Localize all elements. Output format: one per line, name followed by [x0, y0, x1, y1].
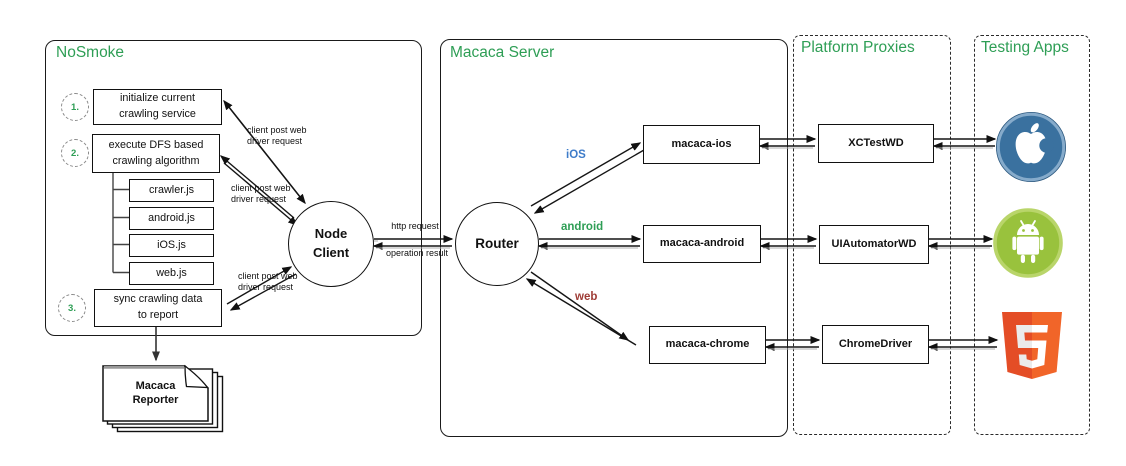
step-3-badge: 3. [58, 294, 86, 322]
android-edge-label: android [561, 221, 604, 233]
router-circle: Router [455, 202, 539, 286]
module-web-js: web.js [129, 262, 214, 285]
client-post-label-3: client post web driver request [238, 271, 298, 293]
client-post-label-1: client post web driver request [247, 125, 307, 147]
step-initialize-box: initialize current crawling service [93, 89, 222, 125]
nosmoke-title: NoSmoke [56, 44, 125, 61]
step-2-badge: 2. [61, 139, 89, 167]
macaca-server-title: Macaca Server [450, 44, 555, 61]
step-sync-report-box: sync crawling data to report [94, 289, 222, 327]
uiautomatorwd-box: UIAutomatorWD [819, 225, 929, 264]
android-icon [993, 208, 1063, 278]
ios-edge-label: iOS [566, 149, 586, 161]
testing-apps-title: Testing Apps [981, 39, 1069, 56]
macaca-chrome-box: macaca-chrome [649, 326, 766, 364]
nosmoke-section [45, 40, 422, 336]
step-1-badge: 1. [61, 93, 89, 121]
module-crawler-js: crawler.js [129, 179, 214, 202]
xctestwd-box: XCTestWD [818, 124, 934, 163]
node-client-circle: Node Client [288, 201, 374, 287]
html5-icon [1000, 312, 1064, 384]
web-edge-label: web [575, 291, 598, 303]
testing-apps-section [974, 35, 1090, 435]
module-android-js: android.js [129, 207, 214, 230]
apple-icon [996, 112, 1066, 182]
operation-result-label: operation result [385, 248, 449, 258]
client-post-label-2: client post web driver request [231, 183, 291, 205]
platform-proxies-section [793, 35, 951, 435]
module-ios-js: iOS.js [129, 234, 214, 257]
macaca-reporter-label: Macaca Reporter [132, 380, 179, 407]
step-execute-dfs-box: execute DFS based crawling algorithm [92, 134, 220, 173]
macaca-server-section [440, 39, 788, 437]
chromedriver-box: ChromeDriver [822, 325, 929, 364]
macaca-ios-box: macaca-ios [643, 125, 760, 164]
http-request-label: http request [391, 221, 439, 231]
platform-proxies-title: Platform Proxies [801, 39, 915, 56]
macaca-android-box: macaca-android [643, 225, 761, 263]
